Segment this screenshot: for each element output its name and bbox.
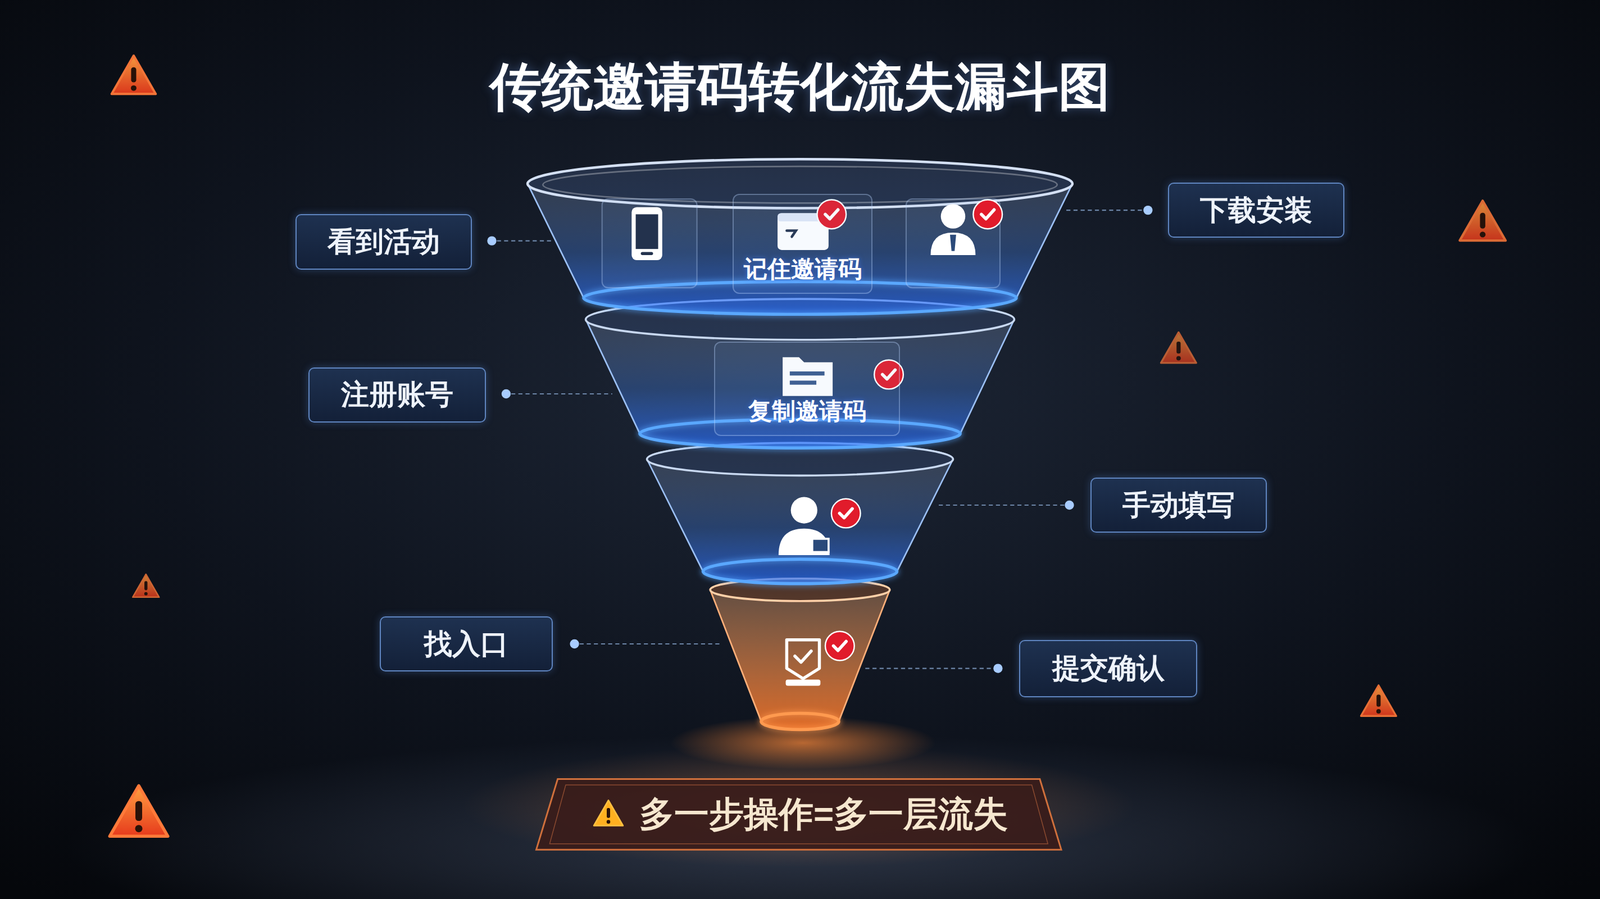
label-text: 多一步操作=多一层流失: [639, 790, 1008, 838]
step-panel: 记住邀请码: [732, 193, 873, 294]
step-label: 看到活动: [295, 214, 472, 270]
label-text: 记住邀请码: [743, 253, 862, 285]
label-text: 复制邀请码: [748, 395, 867, 427]
step-label: 注册账号: [308, 367, 486, 423]
step-panel: 复制邀请码: [714, 341, 900, 437]
label-text: 看到活动: [327, 223, 440, 261]
warning-icon: [589, 797, 627, 831]
label-text: 注册账号: [341, 375, 454, 414]
diagram-title: 传统邀请码转化流失漏斗图: [0, 52, 1600, 122]
label-text: 下载安装: [1200, 191, 1313, 230]
step-label: 提交确认: [1019, 639, 1198, 698]
warning-banner: 多一步操作=多一层流失: [530, 777, 1067, 852]
step-label: 下载安装: [1167, 182, 1345, 238]
step-label: 手动填写: [1090, 477, 1267, 533]
label-text: 提交确认: [1052, 649, 1165, 688]
label-text: 手动填写: [1122, 486, 1235, 525]
label-text: 找入口: [424, 625, 509, 663]
step-label: 找入口: [379, 616, 554, 672]
